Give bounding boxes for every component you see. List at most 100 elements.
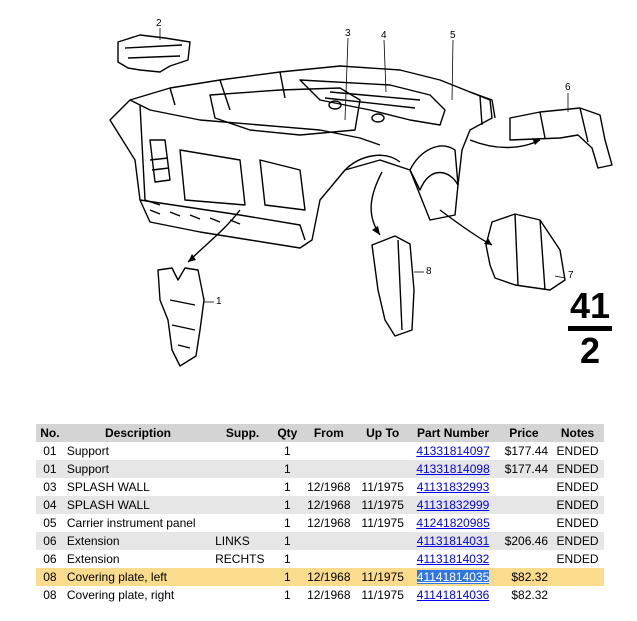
header-from: From (301, 424, 356, 442)
cell-part-number: 41331814098 (409, 460, 497, 478)
cell-no: 01 (36, 460, 64, 478)
callout-4: 4 (381, 30, 387, 41)
cell-from (301, 532, 356, 550)
cell-qty: 1 (273, 478, 302, 496)
group-number-divider (568, 326, 612, 331)
cell-qty: 1 (273, 532, 302, 550)
cell-price (496, 478, 552, 496)
header-part-number: Part Number (409, 424, 497, 442)
cell-from: 12/1968 (301, 586, 356, 604)
cell-upto: 11/1975 (355, 514, 410, 532)
cell-price: $206.46 (496, 532, 552, 550)
cell-notes: ENDED (551, 514, 604, 532)
cell-notes: ENDED (551, 442, 604, 460)
cell-upto (355, 442, 410, 460)
cell-no: 08 (36, 586, 64, 604)
cell-description: Extension (63, 532, 213, 550)
cell-supp (212, 460, 274, 478)
cell-qty: 1 (273, 496, 302, 514)
cell-price: $82.32 (496, 586, 552, 604)
cell-part-number: 41131814031 (409, 532, 497, 550)
part-number-link[interactable]: 41131832993 (416, 480, 490, 494)
cell-supp: LINKS (212, 532, 274, 550)
callout-6: 6 (565, 82, 571, 93)
part-number-link[interactable]: 41131814032 (416, 552, 490, 566)
cell-notes (551, 586, 604, 604)
cell-upto (355, 460, 410, 478)
cell-from: 12/1968 (301, 568, 356, 586)
part-number-link[interactable]: 41331814098 (416, 462, 490, 476)
cell-from (301, 550, 356, 568)
cell-description: SPLASH WALL (63, 496, 213, 514)
cell-upto (355, 532, 410, 550)
part-number-link[interactable]: 41141814036 (416, 588, 490, 602)
cell-qty: 1 (273, 568, 302, 586)
header-notes: Notes (551, 424, 604, 442)
cell-price (496, 550, 552, 568)
callout-8: 8 (426, 266, 432, 277)
header-upto: Up To (355, 424, 410, 442)
part-number-link[interactable]: 41241820985 (416, 516, 490, 530)
cell-part-number: 41131832993 (409, 478, 497, 496)
cell-no: 04 (36, 496, 64, 514)
parts-table: No. Description Supp. Qty From Up To Par… (36, 424, 604, 604)
cell-part-number: 41131832999 (409, 496, 497, 514)
cell-price (496, 514, 552, 532)
cell-upto: 11/1975 (355, 478, 410, 496)
cell-from (301, 460, 356, 478)
cell-part-number: 41141814036 (409, 586, 497, 604)
group-number: 41 2 (566, 288, 614, 369)
cell-notes: ENDED (551, 478, 604, 496)
callout-3: 3 (345, 28, 351, 39)
cell-no: 03 (36, 478, 64, 496)
cell-description: Extension (63, 550, 213, 568)
cell-qty: 1 (273, 460, 302, 478)
cell-description: Covering plate, left (63, 568, 213, 586)
cell-part-number: 41241820985 (409, 514, 497, 532)
cell-no: 08 (36, 568, 64, 586)
cell-notes: ENDED (551, 460, 604, 478)
cell-upto (355, 550, 410, 568)
cell-notes: ENDED (551, 532, 604, 550)
cell-no: 01 (36, 442, 64, 460)
header-supp: Supp. (212, 424, 274, 442)
cell-no: 05 (36, 514, 64, 532)
cell-supp (212, 496, 274, 514)
body-shell-illustration (109, 28, 613, 367)
cell-upto: 11/1975 (355, 496, 410, 514)
header-price: Price (496, 424, 552, 442)
cell-part-number: 41131814032 (409, 550, 497, 568)
cell-notes: ENDED (551, 550, 604, 568)
cell-supp (212, 586, 274, 604)
header-qty: Qty (273, 424, 302, 442)
cell-description: Carrier instrument panel (63, 514, 213, 532)
cell-qty: 1 (273, 550, 302, 568)
cell-description: Support (63, 442, 213, 460)
callout-7: 7 (568, 270, 574, 281)
cell-supp: RECHTS (212, 550, 274, 568)
part-number-link[interactable]: 41131832999 (416, 498, 490, 512)
cell-upto: 11/1975 (355, 586, 410, 604)
cell-price: $82.32 (496, 568, 552, 586)
part-number-link[interactable]: 41331814097 (416, 444, 490, 458)
cell-description: SPLASH WALL (63, 478, 213, 496)
cell-qty: 1 (273, 586, 302, 604)
cell-supp (212, 478, 274, 496)
part-number-link[interactable]: 41131814031 (416, 534, 490, 548)
callout-5: 5 (450, 30, 456, 41)
cell-supp (212, 442, 274, 460)
cell-upto: 11/1975 (355, 568, 410, 586)
part-number-link[interactable]: 41141814035 (416, 570, 490, 584)
cell-from: 12/1968 (301, 478, 356, 496)
group-number-top: 41 (569, 285, 611, 326)
cell-notes: ENDED (551, 496, 604, 514)
cell-no: 06 (36, 532, 64, 550)
cell-price: $177.44 (496, 460, 552, 478)
